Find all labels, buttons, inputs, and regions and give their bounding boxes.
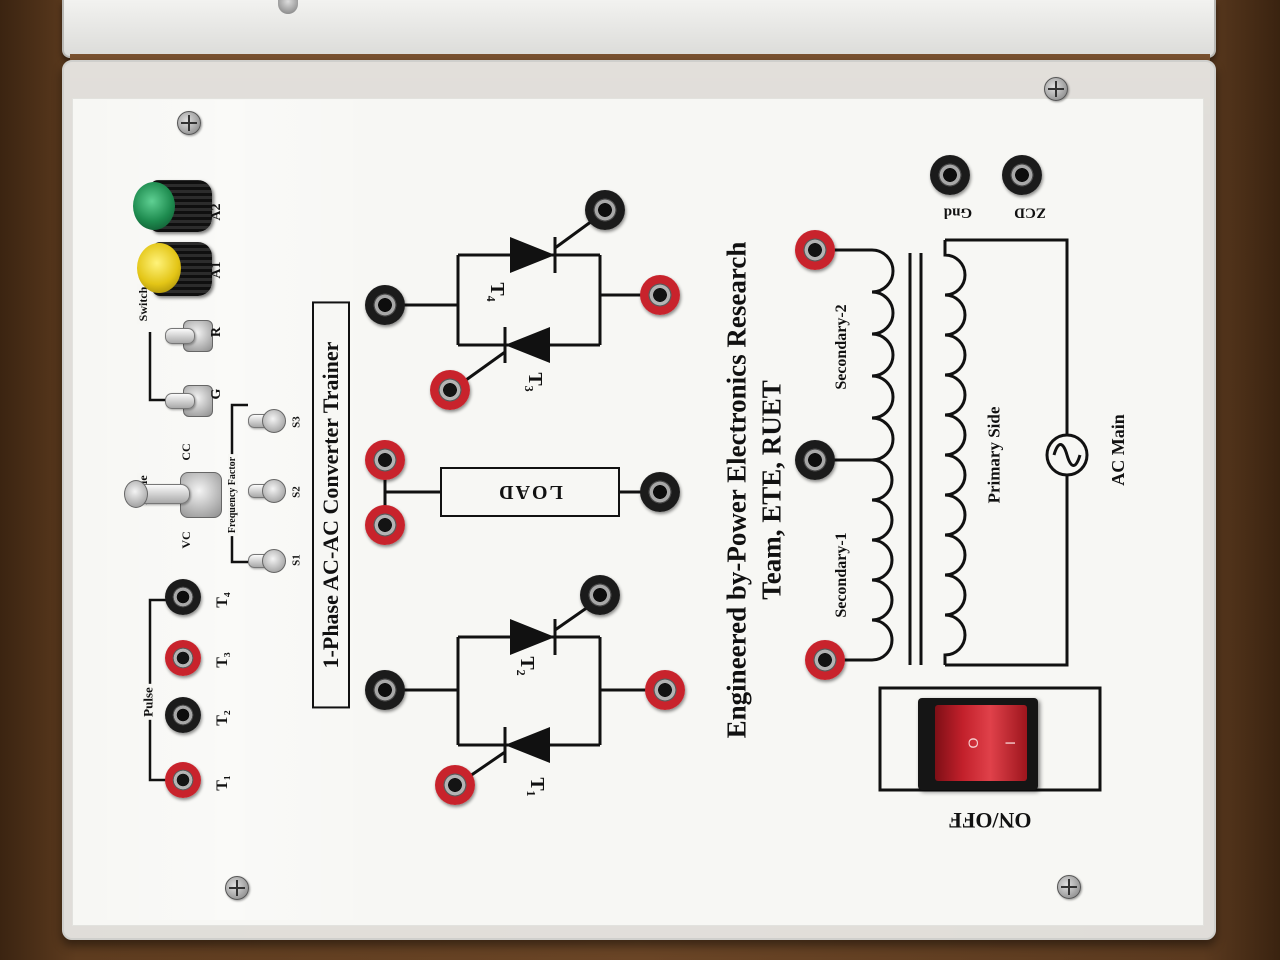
mode-toggle-tip[interactable]: [124, 480, 148, 508]
transformer-coil-icon: [834, 238, 1102, 792]
screw-icon: [177, 111, 201, 135]
screw-icon: [278, 0, 298, 14]
power-rocker-switch[interactable]: [935, 705, 1027, 781]
ac-source-icon: [1045, 433, 1089, 477]
t3-t4-right-terminal[interactable]: [640, 275, 680, 315]
s1-label: S1: [290, 554, 303, 566]
r-label: R: [209, 326, 224, 338]
load-wires: [383, 479, 641, 506]
load-box: [440, 467, 620, 517]
transformer-core: [908, 253, 923, 665]
gnd-label: Gnd: [943, 204, 973, 221]
secondary-1-terminal[interactable]: [805, 640, 845, 680]
upper-trainer-panel-edge: [62, 0, 1216, 58]
pulse-t2-terminal[interactable]: [165, 697, 201, 733]
ac-main-label: AC Main: [1108, 414, 1128, 486]
center-tap-terminal[interactable]: [795, 440, 835, 480]
secondary-1-label: Secondary-1: [833, 532, 850, 618]
t2-gate-wire: [554, 605, 589, 632]
panel-title: 1-Phase AC-AC Converter Trainer: [312, 301, 350, 709]
screw-icon: [1044, 77, 1068, 101]
thyristor-t4-icon: [510, 237, 557, 273]
zcd-terminal[interactable]: [1002, 155, 1042, 195]
rocker-off-symbol: O: [965, 737, 981, 749]
mode-cc-label: CC: [179, 443, 193, 461]
t3-gate-wire: [465, 350, 506, 382]
thyristor-t2-label: T₂: [516, 656, 538, 676]
s3-toggle-base[interactable]: [262, 409, 286, 433]
zcd-label: ZCD: [1014, 204, 1046, 221]
pulse-t1-terminal[interactable]: [165, 762, 201, 798]
power-switch-label: ON/OFF: [948, 808, 1032, 833]
s2-toggle-base[interactable]: [262, 479, 286, 503]
pulse-label: Pulse: [141, 684, 156, 720]
switch-bracket-wire: [148, 332, 168, 402]
g-label: G: [209, 388, 224, 400]
a1-label: A1: [209, 261, 224, 279]
t1-t2-right-terminal[interactable]: [645, 670, 685, 710]
load-terminal-1[interactable]: [365, 440, 405, 480]
r-toggle-switch[interactable]: [165, 328, 195, 344]
t4-gate-wire: [554, 219, 593, 250]
thyristor-t1-label: T₁: [526, 777, 548, 797]
secondary-leads: [834, 248, 872, 662]
a1-knob[interactable]: [137, 243, 181, 293]
power-switch-outline: [878, 686, 1102, 792]
thyristor-t3-label: T₃: [524, 372, 546, 392]
screw-icon: [1057, 875, 1081, 899]
pulse-t4-terminal[interactable]: [165, 579, 201, 615]
a2-label: A2: [209, 203, 224, 221]
t2-gate-terminal[interactable]: [580, 575, 620, 615]
pulse-t2-label: T₂: [214, 710, 231, 726]
load-wire: [383, 479, 641, 506]
s2-label: S2: [290, 486, 303, 498]
screw-icon: [225, 876, 249, 900]
load-label: LOAD: [497, 481, 563, 503]
s1-toggle-base[interactable]: [262, 549, 286, 573]
primary-loop-wire: [945, 238, 1069, 667]
primary-winding: [943, 240, 967, 665]
gnd-terminal[interactable]: [930, 155, 970, 195]
load-terminal-2[interactable]: [365, 505, 405, 545]
pulse-t3-label: T₃: [214, 652, 231, 668]
s3-label: S3: [290, 416, 303, 428]
t4-gate-terminal[interactable]: [585, 190, 625, 230]
secondary-winding: [871, 248, 895, 662]
thyristor-t1-icon: [503, 727, 550, 763]
rocker-on-symbol: I: [1002, 741, 1018, 745]
t1-gate-terminal[interactable]: [435, 765, 475, 805]
t1-t2-loop-wire: [404, 635, 646, 747]
credit-line-1: Engineered by-Power Electronics Research: [721, 241, 752, 739]
secondary-2-label: Secondary-2: [833, 304, 850, 390]
mode-vc-label: VC: [179, 531, 193, 549]
secondary-2-terminal[interactable]: [795, 230, 835, 270]
t1-t2-left-terminal[interactable]: [365, 670, 405, 710]
frequency-factor-label: Frequency Factor: [227, 453, 238, 537]
a2-knob[interactable]: [133, 182, 175, 230]
thyristor-t2-icon: [510, 619, 557, 655]
pulse-t4-label: T₄: [214, 592, 231, 608]
primary-side-label: Primary Side: [984, 406, 1004, 504]
t3-t4-loop-wire: [404, 253, 641, 347]
pulse-t3-terminal[interactable]: [165, 640, 201, 676]
pulse-t1-label: T₁: [214, 775, 231, 791]
thyristor-t4-label: T₄: [486, 282, 508, 302]
t1-gate-wire: [469, 750, 506, 778]
t3-gate-terminal[interactable]: [430, 370, 470, 410]
t3-t4-left-terminal[interactable]: [365, 285, 405, 325]
thyristor-t3-icon: [503, 327, 550, 363]
load-terminal-3[interactable]: [640, 472, 680, 512]
credit-line-2: Team, ETE, RUET: [756, 380, 787, 600]
g-toggle-switch[interactable]: [165, 393, 195, 409]
